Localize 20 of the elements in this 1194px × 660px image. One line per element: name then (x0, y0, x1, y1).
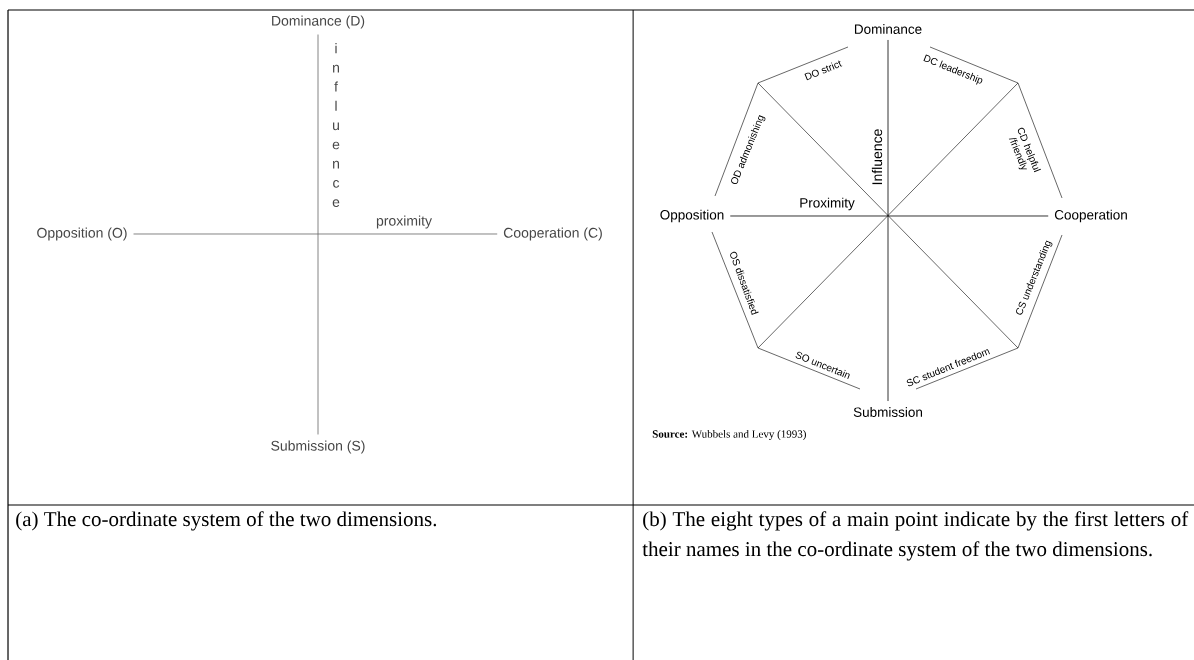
axis-label: Opposition (O) (37, 227, 127, 241)
edge-label: Influence (871, 129, 883, 185)
axis-label: Submission (S) (271, 440, 365, 454)
axis-label: Cooperation (C) (503, 227, 602, 241)
axis-label: Cooperation (1054, 209, 1127, 223)
side-label: DO strict (804, 60, 843, 81)
axis-line (133, 233, 498, 235)
axis-label: Submission (853, 407, 922, 417)
caption-text: (b) The eight types of a main point indicate by the first letters of their names in the co-ordinate system of the two dimensions. (642, 511, 1189, 561)
axis-line (317, 34, 319, 435)
edge-label: proximity (376, 215, 432, 229)
axis-line (729, 215, 1049, 217)
edge-label: influence (332, 43, 340, 207)
edge-label: Proximity (800, 197, 855, 211)
axis-line (887, 39, 889, 402)
axis-label: Dominance (D) (272, 15, 365, 29)
axis-label: Dominance (855, 24, 922, 34)
caption-text: (a) The co-ordinate system of the two dimensions. (16, 511, 437, 531)
source-note: Source: Wubbels and Levy (1993) (652, 430, 806, 440)
axis-label: Opposition (660, 209, 724, 223)
